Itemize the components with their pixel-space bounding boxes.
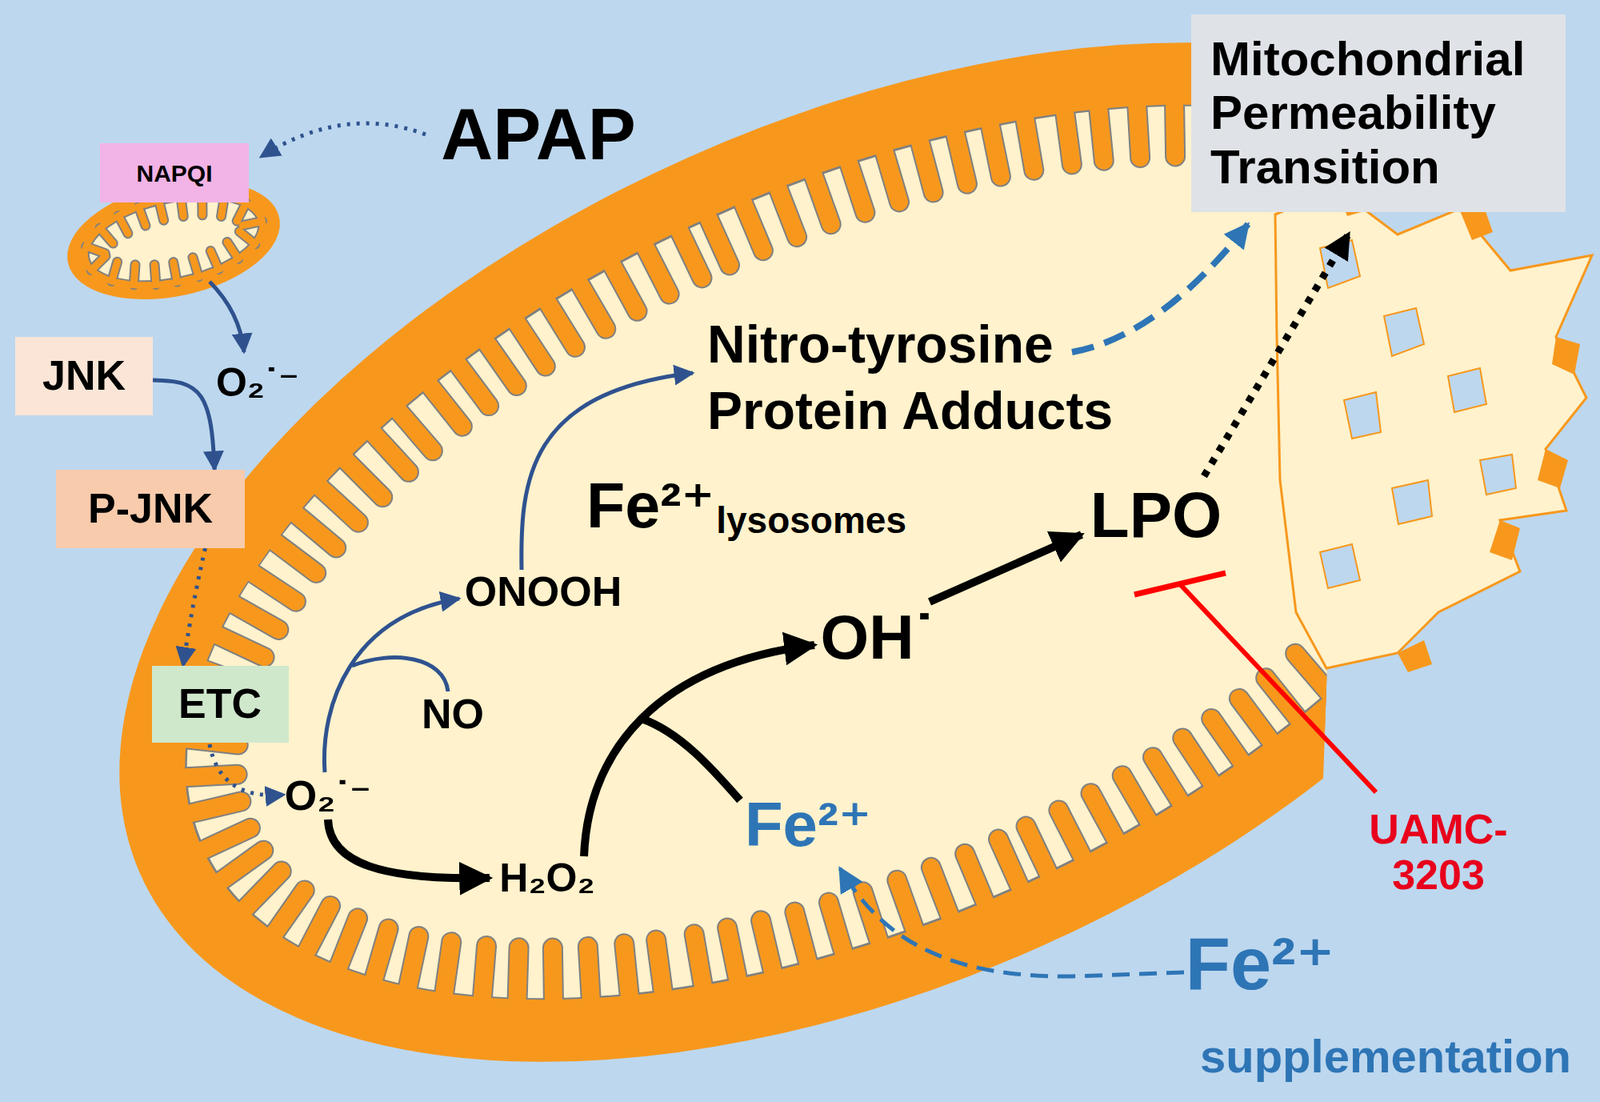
species-label: O₂˙⁻	[216, 360, 300, 405]
species-label: ONOOH	[464, 568, 622, 615]
ruptured-membrane	[1275, 182, 1592, 672]
box-text: ETC	[178, 680, 262, 727]
thick-arrow	[929, 534, 1082, 602]
ion-label: Fe²⁺	[1185, 923, 1336, 1004]
membrane-hole	[1320, 240, 1360, 288]
dashed-arrow	[840, 868, 1184, 976]
crista	[152, 264, 159, 285]
dashed-arrow	[1072, 224, 1248, 352]
inhibitor-bar	[1134, 572, 1226, 595]
crista	[159, 200, 164, 221]
membrane-hole	[1392, 480, 1432, 524]
crista-outline	[242, 221, 262, 226]
box-text: NAPQI	[136, 160, 212, 187]
arrow	[209, 281, 244, 352]
membrane-fragment	[1552, 336, 1580, 375]
process-label: LPO	[1090, 480, 1222, 551]
membrane-fragment	[1489, 520, 1520, 560]
process-box: P-JNK	[56, 469, 245, 548]
pathway-arrow	[152, 380, 215, 470]
thick-arrow	[328, 819, 490, 878]
ion-label: Fe²⁺	[744, 790, 872, 860]
dotted-arrow	[1204, 233, 1349, 476]
treatment-label: supplementation	[1200, 1030, 1572, 1082]
leaked-matrix	[1275, 188, 1592, 668]
merge-line	[352, 657, 448, 692]
merge-line	[641, 718, 740, 800]
membrane-fragment	[1397, 640, 1432, 672]
process-box: ETC	[152, 665, 289, 743]
box-text: Mitochondrial Permeability Transition	[1210, 32, 1547, 194]
crista	[242, 221, 262, 226]
species-label: OH˙	[820, 603, 936, 672]
outcome-box: Mitochondrial Permeability Transition	[1191, 14, 1566, 212]
membrane-hole	[1320, 544, 1360, 588]
product-label: Nitro-tyrosine Protein Adducts	[707, 311, 1140, 444]
membrane-hole	[1448, 368, 1487, 412]
membrane-band	[30, 0, 1600, 1102]
species-label: O₂˙⁻	[284, 772, 372, 819]
arrow	[324, 598, 460, 772]
membrane-fragment	[1537, 448, 1568, 488]
dotted-arrow	[260, 123, 426, 157]
box-text: JNK	[42, 352, 126, 399]
species-label: H₂O₂	[499, 856, 595, 900]
pathway-arrow	[183, 548, 206, 666]
crista-outline	[192, 256, 199, 277]
membrane-hole	[1344, 392, 1381, 439]
box-text: P-JNK	[88, 485, 213, 532]
crista	[192, 256, 199, 277]
process-box: NAPQI	[100, 143, 249, 203]
membrane-hole	[1384, 308, 1424, 356]
species-label: NO	[421, 691, 484, 737]
dotted-arrow	[209, 744, 284, 796]
inhibitor-line	[1180, 584, 1376, 792]
crista-outline	[152, 264, 159, 285]
location-label: lysosomes	[716, 500, 907, 541]
ion-label: Fe²⁺	[586, 471, 715, 541]
inhibitor-label: UAMC- 3203	[1358, 806, 1519, 898]
crista-outline	[159, 200, 164, 221]
crista-outline	[172, 262, 178, 283]
membrane-hole	[1480, 454, 1516, 495]
process-box: JNK	[15, 336, 153, 416]
crista	[172, 262, 178, 283]
drug-label: APAP	[440, 95, 636, 175]
